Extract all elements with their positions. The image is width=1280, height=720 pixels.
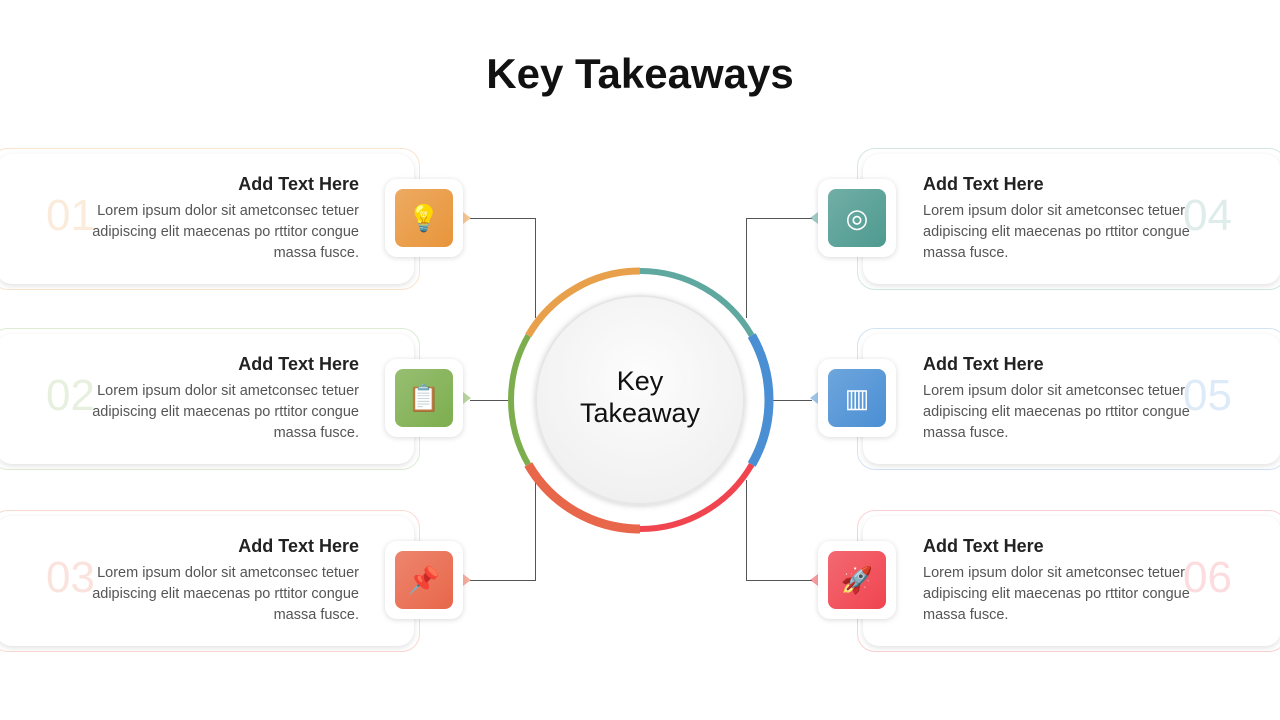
card-heading: Add Text Here: [923, 536, 1044, 556]
page-title: Key Takeaways: [486, 50, 794, 97]
card-text: Lorem ipsum dolor sit ametconsec tetuer …: [923, 383, 1190, 441]
icon-box: 📋: [385, 359, 463, 437]
connector-line: [535, 218, 536, 318]
card-panel: [863, 154, 1280, 284]
connector-line: [772, 400, 812, 401]
connector-line: [535, 480, 536, 581]
takeaway-card-01: 01 Add Text Here Lorem ipsum dolor sit a…: [0, 148, 420, 290]
card-panel: [863, 334, 1280, 464]
connector-line: [746, 218, 812, 219]
arc-teal: [639, 268, 755, 338]
pointer-triangle: [810, 212, 818, 224]
card-number: 03: [46, 553, 95, 602]
pointer-triangle: [463, 574, 471, 586]
takeaway-card-03: 03 Add Text Here Lorem ipsum dolor sit a…: [0, 510, 420, 652]
takeaway-card-05: 05 Add Text Here Lorem ipsum dolor sit a…: [857, 328, 1280, 470]
card-heading: Add Text Here: [238, 536, 359, 556]
card-heading: Add Text Here: [238, 354, 359, 374]
card-text: Lorem ipsum dolor sit ametconsec tetuer …: [923, 565, 1190, 623]
pointer-triangle: [810, 574, 818, 586]
card-text: Lorem ipsum dolor sit ametconsec tetuer …: [92, 565, 359, 623]
clipboard-icon: 📋: [395, 369, 453, 427]
arc-orange: [525, 267, 641, 338]
card-panel: [0, 154, 414, 284]
connector-line: [470, 400, 510, 401]
arc-green: [508, 334, 531, 466]
arc-blue: [747, 333, 774, 467]
center-label-line1: Key: [616, 366, 664, 396]
card-heading: Add Text Here: [923, 354, 1044, 374]
card-text: Lorem ipsum dolor sit ametconsec tetuer …: [923, 203, 1190, 261]
card-heading: Add Text Here: [923, 174, 1044, 194]
center-circle: [535, 295, 745, 505]
card-panel: [863, 516, 1280, 646]
target-icon: ◎: [828, 189, 886, 247]
takeaway-card-02: 02 Add Text Here Lorem ipsum dolor sit a…: [0, 328, 420, 470]
icon-box: 📌: [385, 541, 463, 619]
card-number: 01: [46, 191, 95, 240]
icon-box: 🚀: [818, 541, 896, 619]
card-panel: [0, 516, 414, 646]
takeaway-card-06: 06 Add Text Here Lorem ipsum dolor sit a…: [857, 510, 1280, 652]
pointer-triangle: [810, 392, 818, 404]
takeaway-card-04: 04 Add Text Here Lorem ipsum dolor sit a…: [857, 148, 1280, 290]
icon-box: ▥: [818, 359, 896, 437]
connector-line: [746, 480, 747, 581]
connector-line: [746, 580, 812, 581]
rocket-icon: 🚀: [828, 551, 886, 609]
arc-red: [639, 462, 755, 532]
card-number: 04: [1183, 191, 1232, 240]
icon-box: ◎: [818, 179, 896, 257]
connector-line: [470, 218, 536, 219]
card-number: 02: [46, 371, 95, 420]
card-heading: Add Text Here: [238, 174, 359, 194]
connector-line: [470, 580, 536, 581]
pointer-triangle: [463, 392, 471, 404]
icon-box: 💡: [385, 179, 463, 257]
arc-red-orange: [524, 462, 641, 534]
card-text: Lorem ipsum dolor sit ametconsec tetuer …: [92, 203, 359, 261]
pushpin-icon: 📌: [395, 551, 453, 609]
pointer-triangle: [463, 212, 471, 224]
card-number: 06: [1183, 553, 1232, 602]
card-number: 05: [1183, 371, 1232, 420]
bar-chart-icon: ▥: [828, 369, 886, 427]
card-panel: [0, 334, 414, 464]
connector-line: [746, 218, 747, 318]
center-label-line2: Takeaway: [579, 398, 701, 428]
lightbulb-icon: 💡: [395, 189, 453, 247]
card-text: Lorem ipsum dolor sit ametconsec tetuer …: [92, 383, 359, 441]
